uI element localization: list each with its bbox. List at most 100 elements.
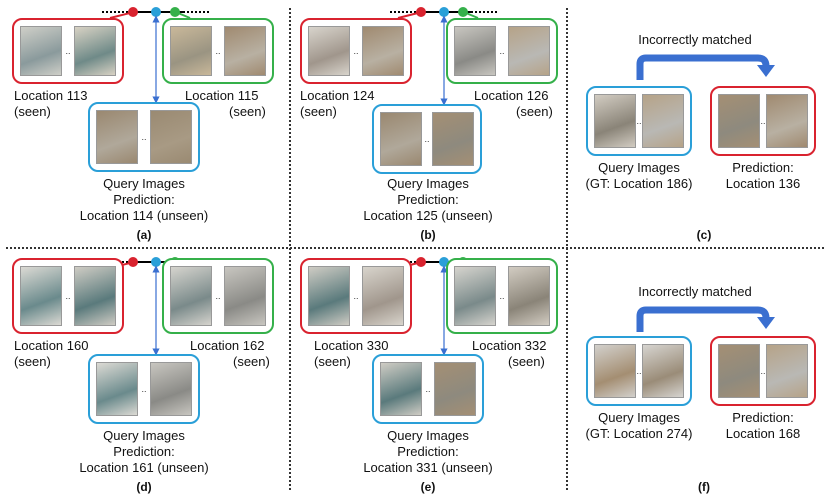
left-seen-tag: (seen): [314, 354, 351, 369]
left-seen-tag: (seen): [14, 354, 51, 369]
ellipsis: ..: [499, 291, 505, 301]
query-title: Query Images: [103, 428, 185, 443]
photo: [170, 266, 212, 326]
incorrect-match-arrow: [636, 306, 770, 332]
seen-right-image-box: ..: [446, 258, 558, 334]
ellipsis: ..: [760, 366, 766, 376]
seen-left-image-box: ..: [300, 18, 412, 84]
photo: [594, 94, 636, 148]
ellipsis: ..: [636, 116, 642, 126]
right-location-node: [170, 7, 180, 17]
ellipsis: ..: [141, 384, 147, 394]
left-location-node: [128, 257, 138, 267]
panel-tag: (c): [696, 228, 712, 242]
prediction-image-box: ..: [710, 86, 816, 156]
photo: [308, 266, 350, 326]
right-location-label: Location 162: [190, 338, 265, 353]
left-seen-tag: (seen): [14, 104, 51, 119]
incorrect-match-arrow: [636, 54, 770, 80]
prediction-value: Location 114 (unseen): [79, 208, 209, 223]
seen-right-image-box: ..: [162, 18, 274, 84]
photo: [380, 112, 422, 166]
photo: [508, 26, 550, 76]
left-location-label: Location 124: [300, 88, 375, 103]
incorrect-match-arrowhead: [757, 65, 775, 77]
query-caption: Query Images Prediction: Location 125 (u…: [348, 176, 508, 224]
right-seen-tag: (seen): [233, 354, 270, 369]
left-location-node: [416, 7, 426, 17]
right-location-label: Location 115: [185, 88, 259, 103]
query-image-box: ..: [88, 354, 200, 424]
left-location-node: [416, 257, 426, 267]
ellipsis: ..: [141, 132, 147, 142]
photo: [96, 362, 138, 416]
photo: [432, 112, 474, 166]
panel-tag: (f): [698, 480, 710, 494]
query-location-node: [151, 257, 161, 267]
ellipsis: ..: [65, 46, 71, 56]
prediction-label: Prediction:: [397, 192, 459, 207]
right-seen-tag: (seen): [516, 104, 553, 119]
photo: [380, 362, 422, 416]
query-location-node: [439, 7, 449, 17]
photo: [20, 266, 62, 326]
prediction-value: Location 168: [725, 426, 801, 441]
query-caption: Query Images Prediction: Location 161 (u…: [64, 428, 224, 476]
query-location-node: [151, 7, 161, 17]
ellipsis: ..: [760, 116, 766, 126]
ground-truth-label: (GT: Location 186): [585, 176, 693, 191]
left-seen-tag: (seen): [300, 104, 337, 119]
photo: [170, 26, 212, 76]
panel-tag: (e): [420, 480, 436, 494]
ellipsis: ..: [636, 366, 642, 376]
photo: [642, 94, 684, 148]
right-seen-tag: (seen): [508, 354, 545, 369]
panel-tag: (a): [136, 228, 152, 242]
seen-left-image-box: ..: [12, 18, 124, 84]
prediction-image-box: ..: [710, 336, 816, 406]
separator-vertical-2: [566, 8, 568, 490]
photo: [74, 26, 116, 76]
incorrect-match-title: Incorrectly matched: [638, 284, 752, 299]
query-image-box: ..: [586, 86, 692, 156]
query-caption: Query Images Prediction: Location 331 (u…: [348, 428, 508, 476]
ellipsis: ..: [499, 46, 505, 56]
photo: [434, 362, 476, 416]
separator-horizontal: [6, 247, 824, 249]
prediction-caption: Prediction: Location 168: [703, 410, 823, 442]
query-caption: Query Images (GT: Location 186): [574, 160, 704, 192]
ellipsis: ..: [353, 46, 359, 56]
separator-vertical-1: [289, 8, 291, 490]
query-image-box: ..: [586, 336, 692, 406]
seen-left-image-box: ..: [300, 258, 412, 334]
photo: [74, 266, 116, 326]
photo: [508, 266, 550, 326]
query-caption: Query Images Prediction: Location 114 (u…: [64, 176, 224, 224]
query-title: Query Images: [103, 176, 185, 191]
photo: [454, 26, 496, 76]
photo: [224, 266, 266, 326]
left-location-label: Location 113: [14, 88, 88, 103]
prediction-caption: Prediction: Location 136: [703, 160, 823, 192]
prediction-value: Location 125 (unseen): [363, 208, 493, 223]
query-title: Query Images: [387, 176, 469, 191]
ground-truth-label: (GT: Location 274): [585, 426, 693, 441]
photo: [20, 26, 62, 76]
prediction-label: Prediction:: [732, 410, 794, 425]
ellipsis: ..: [215, 291, 221, 301]
seen-right-image-box: ..: [446, 18, 558, 84]
left-pointer-line: [397, 12, 419, 19]
prediction-value: Location 331 (unseen): [363, 460, 493, 475]
prediction-label: Prediction:: [397, 444, 459, 459]
query-title: Query Images: [387, 428, 469, 443]
right-pointer-line: [177, 12, 191, 19]
left-location-node: [128, 7, 138, 17]
ellipsis: ..: [425, 384, 431, 394]
incorrect-match-title: Incorrectly matched: [638, 32, 752, 47]
photo: [96, 110, 138, 164]
panel-tag: (d): [136, 480, 152, 494]
photo: [454, 266, 496, 326]
photo: [594, 344, 636, 398]
right-location-label: Location 126: [474, 88, 549, 103]
query-image-box: ..: [372, 104, 482, 174]
